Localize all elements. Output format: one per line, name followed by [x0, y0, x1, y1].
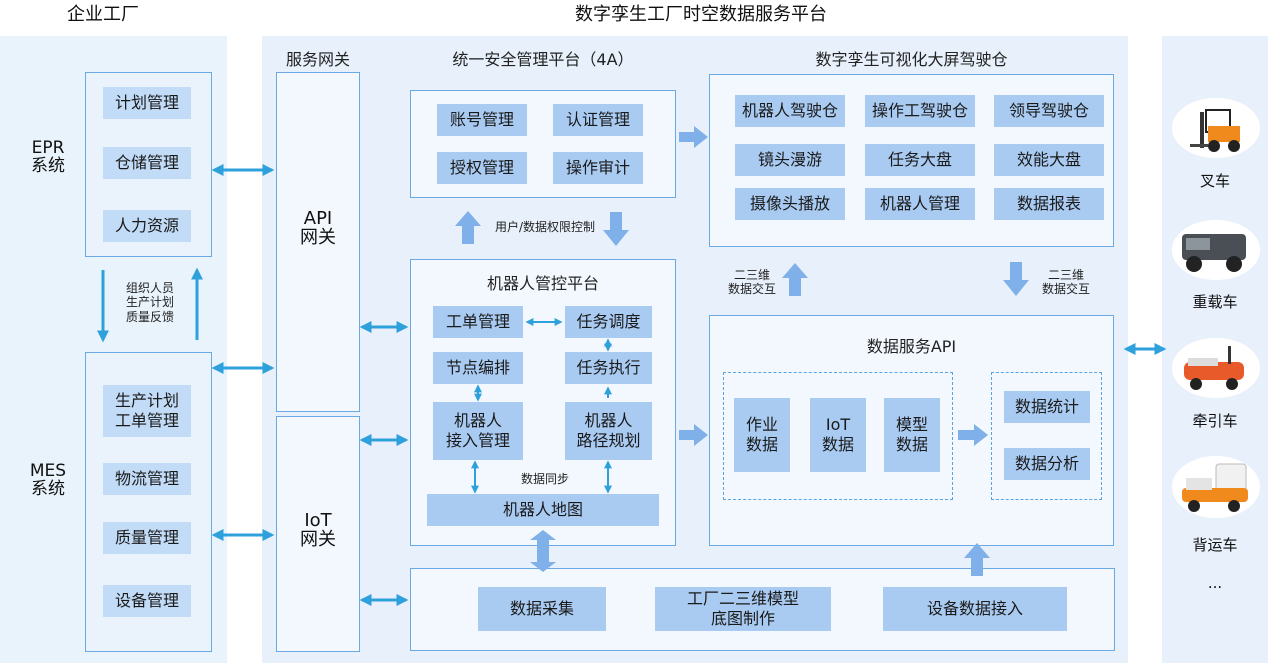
mes-item: 生产计划 工单管理: [103, 385, 191, 437]
data-source-item: 作业 数据: [734, 398, 790, 472]
robot-access-tile: 机器人 接入管理: [433, 402, 523, 460]
security-item: 操作审计: [553, 152, 643, 184]
robot-map-tile: 机器人地图: [427, 494, 659, 526]
data-stat-tile: 数据统计: [1004, 391, 1090, 423]
carrier-image: [1172, 456, 1260, 518]
api-gateway-box: [276, 72, 360, 412]
collection-item: 设备数据接入: [883, 587, 1067, 631]
cockpit-item: 镜头漫游: [735, 144, 845, 176]
data-sync-label: 数据同步: [520, 472, 569, 486]
vehicle-name: 叉车: [1199, 172, 1230, 190]
collection-item: 工厂二三维模型 底图制作: [655, 587, 831, 631]
vehicle-name: 背运车: [1192, 536, 1238, 554]
collection-item: 数据采集: [478, 587, 606, 631]
vehicle-name: 重载车: [1192, 293, 1238, 311]
gateway-title: 服务网关: [285, 50, 350, 69]
task-dispatch-tile: 任务调度: [565, 306, 652, 338]
cockpit-item: 操作工驾驶仓: [865, 95, 975, 127]
cockpit-item: 机器人驾驶仓: [735, 95, 845, 127]
mes-item: 设备管理: [103, 585, 191, 617]
iot-gateway-label: IoT 网关: [300, 510, 336, 550]
epr-item: 人力资源: [103, 210, 191, 242]
epr-item: 计划管理: [103, 87, 191, 119]
mes-label: MES 系统: [29, 461, 67, 499]
task-exec-tile: 任务执行: [565, 352, 652, 384]
epr-item: 仓储管理: [103, 147, 191, 179]
tractor-image: [1172, 338, 1260, 398]
security-item: 认证管理: [553, 104, 643, 136]
epr-label: EPR 系统: [31, 138, 65, 176]
node-orchestration-tile: 节点编排: [433, 352, 523, 384]
data-source-item: 模型 数据: [884, 398, 940, 472]
vehicle-name: 牵引车: [1192, 412, 1238, 430]
cockpit-item: 效能大盘: [994, 144, 1104, 176]
enterprise-link-label: 组织人员 生产计划 质量反馈: [125, 281, 174, 324]
interaction-label-right: 二三维 数据交互: [1041, 268, 1090, 297]
cockpit-item: 摄像头播放: [735, 188, 845, 220]
cockpit-item: 领导驾驶仓: [994, 95, 1104, 127]
security-item: 账号管理: [437, 104, 527, 136]
data-analysis-tile: 数据分析: [1004, 448, 1090, 480]
security-item: 授权管理: [437, 152, 527, 184]
mes-item: 质量管理: [103, 522, 191, 554]
platform-header: 数字孪生工厂时空数据服务平台: [575, 4, 827, 25]
iot-gateway-box: [276, 416, 360, 652]
mes-item: 物流管理: [103, 463, 191, 495]
security-title: 统一安全管理平台（4A）: [452, 50, 634, 69]
enterprise-header: 企业工厂: [67, 4, 139, 25]
api-gateway-label: API 网关: [300, 208, 336, 248]
data-api-title: 数据服务API: [866, 337, 957, 356]
forklift-image: [1172, 98, 1260, 158]
vehicle-more: ...: [1207, 574, 1223, 592]
cockpit-item: 任务大盘: [865, 144, 975, 176]
work-order-tile: 工单管理: [433, 306, 523, 338]
data-source-item: IoT 数据: [810, 398, 866, 472]
heavy-truck-image: [1172, 220, 1260, 280]
permission-control-label: 用户/数据权限控制: [494, 220, 596, 234]
robot-platform-title: 机器人管控平台: [486, 274, 599, 293]
interaction-label-left: 二三维 数据交互: [727, 268, 776, 297]
path-planning-tile: 机器人 路径规划: [565, 402, 652, 460]
data-analysis-group: [991, 372, 1102, 500]
cockpit-item: 机器人管理: [865, 188, 975, 220]
cockpit-title: 数字孪生可视化大屏驾驶仓: [815, 50, 1008, 69]
cockpit-item: 数据报表: [994, 188, 1104, 220]
data-source-group: [723, 372, 953, 500]
